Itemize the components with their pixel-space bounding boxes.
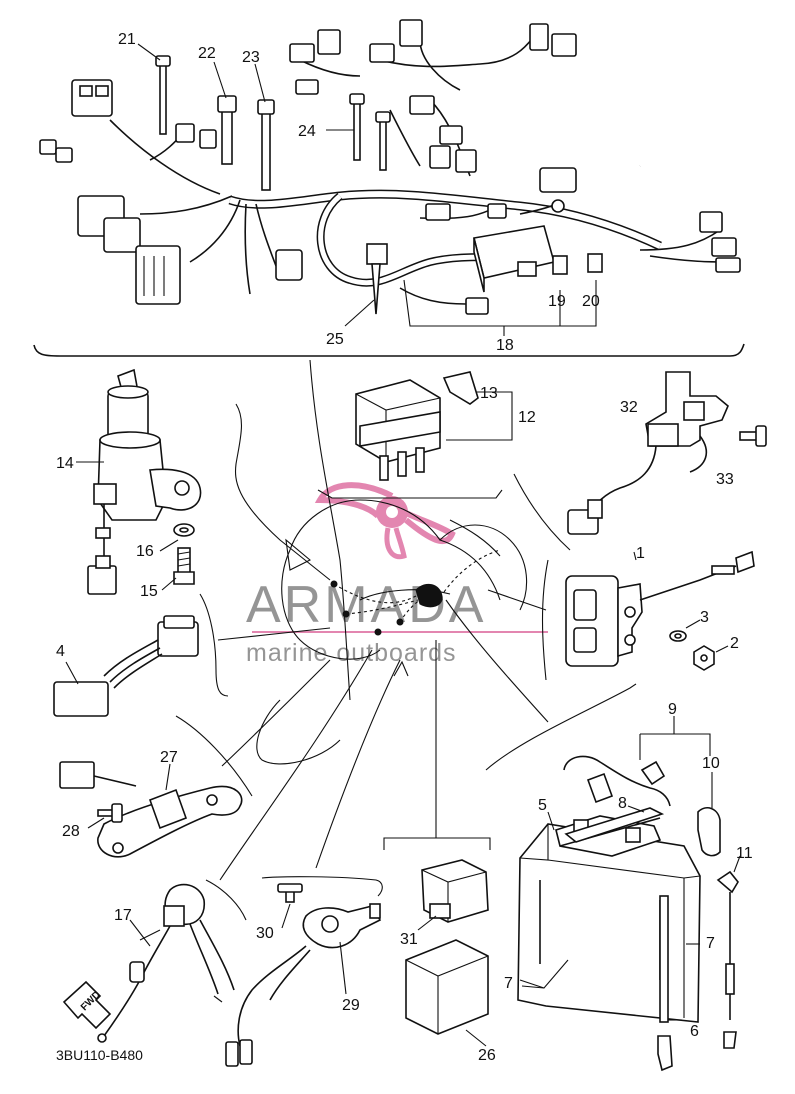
callout-17: 17 bbox=[114, 907, 132, 924]
callout-2: 2 bbox=[730, 635, 739, 652]
callout-3: 3 bbox=[700, 609, 709, 626]
callout-18: 18 bbox=[496, 337, 514, 354]
cable-band-part-23 bbox=[257, 99, 275, 191]
switch-part-29 bbox=[225, 903, 382, 1067]
bracket-part-27 bbox=[59, 761, 243, 858]
control-unit-part-26 bbox=[405, 939, 489, 1035]
washer-part-16 bbox=[173, 523, 195, 537]
starter-relay-part-1 bbox=[565, 550, 755, 667]
screw-part-28 bbox=[97, 803, 123, 823]
negative-cable-part-9 bbox=[563, 755, 671, 807]
battery-band-part-8 bbox=[564, 807, 665, 843]
bolt-part-15 bbox=[173, 547, 195, 585]
callout-8: 8 bbox=[618, 795, 627, 812]
watermark-tagline: marine outboards bbox=[246, 639, 457, 667]
callout-30: 30 bbox=[256, 925, 274, 942]
coil-part-32 bbox=[567, 371, 729, 535]
vehicle-outline bbox=[256, 359, 528, 765]
callout-21: 21 bbox=[118, 31, 136, 48]
sub-harness-part-4 bbox=[53, 615, 199, 717]
callout-labels: 21 22 23 24 25 19 20 18 13 12 32 33 14 1… bbox=[56, 31, 753, 1064]
fuse-holder-19 bbox=[552, 255, 568, 275]
screw-part-30 bbox=[277, 883, 303, 903]
screw-part-33 bbox=[739, 425, 767, 447]
watermark-brand: ARMADA bbox=[246, 576, 486, 634]
callout-32: 32 bbox=[620, 399, 638, 416]
cable-band-part-24 bbox=[349, 93, 391, 171]
callout-23: 23 bbox=[242, 49, 260, 66]
drawing-code: 3BU110-B480 bbox=[56, 1047, 143, 1063]
callout-6: 6 bbox=[690, 1023, 699, 1040]
callout-24: 24 bbox=[298, 123, 316, 140]
callout-7-left: 7 bbox=[504, 975, 513, 992]
callout-33: 33 bbox=[716, 471, 734, 488]
callout-7-right: 7 bbox=[706, 935, 715, 952]
callout-19: 19 bbox=[548, 293, 566, 310]
cable-band-part-21 bbox=[155, 55, 171, 135]
battery-part-5 bbox=[517, 815, 701, 1023]
callout-1: 1 bbox=[636, 545, 645, 562]
callout-22: 22 bbox=[198, 45, 216, 62]
control-unit-box bbox=[473, 225, 555, 279]
callout-15: 15 bbox=[140, 583, 158, 600]
callout-27: 27 bbox=[160, 749, 178, 766]
watermark-logo bbox=[314, 482, 456, 560]
callout-25: 25 bbox=[326, 331, 344, 348]
fuse-holder-20 bbox=[587, 253, 603, 273]
callout-5: 5 bbox=[538, 797, 547, 814]
neutral-switch-part-17 bbox=[97, 883, 235, 1043]
battery-breather-part-6 bbox=[657, 895, 673, 1072]
wire-harness-part-18 bbox=[39, 19, 741, 315]
callout-4: 4 bbox=[56, 643, 65, 660]
fwd-arrow: FWD bbox=[62, 980, 112, 1030]
callout-11: 11 bbox=[736, 845, 753, 862]
callout-29: 29 bbox=[342, 997, 360, 1014]
callout-13: 13 bbox=[480, 385, 498, 402]
cable-band-part-22 bbox=[217, 95, 237, 165]
terminal-cover-part-10 bbox=[697, 807, 721, 857]
callout-10: 10 bbox=[702, 755, 720, 772]
connector-block bbox=[275, 249, 303, 281]
callout-20: 20 bbox=[582, 293, 600, 310]
harness-group-bracket bbox=[33, 343, 745, 357]
watermark: ARMADA marine outboards bbox=[246, 482, 548, 667]
callout-16: 16 bbox=[136, 543, 154, 560]
connector-block bbox=[135, 245, 181, 305]
callout-14: 14 bbox=[56, 455, 74, 472]
callout-26: 26 bbox=[478, 1047, 496, 1064]
main-switch-part-14 bbox=[87, 368, 202, 595]
callout-31: 31 bbox=[400, 931, 418, 948]
nut-part-2 bbox=[693, 645, 715, 671]
relay-clip-part-13 bbox=[442, 371, 479, 405]
callout-28: 28 bbox=[62, 823, 80, 840]
relay-part-12 bbox=[355, 379, 441, 481]
flasher-relay-part-31 bbox=[421, 859, 489, 923]
center-connector-cluster bbox=[415, 583, 443, 608]
callout-12: 12 bbox=[518, 409, 536, 426]
positive-lead-part-11 bbox=[716, 870, 739, 1049]
callout-9: 9 bbox=[668, 701, 677, 718]
washer-part-3 bbox=[669, 630, 687, 642]
